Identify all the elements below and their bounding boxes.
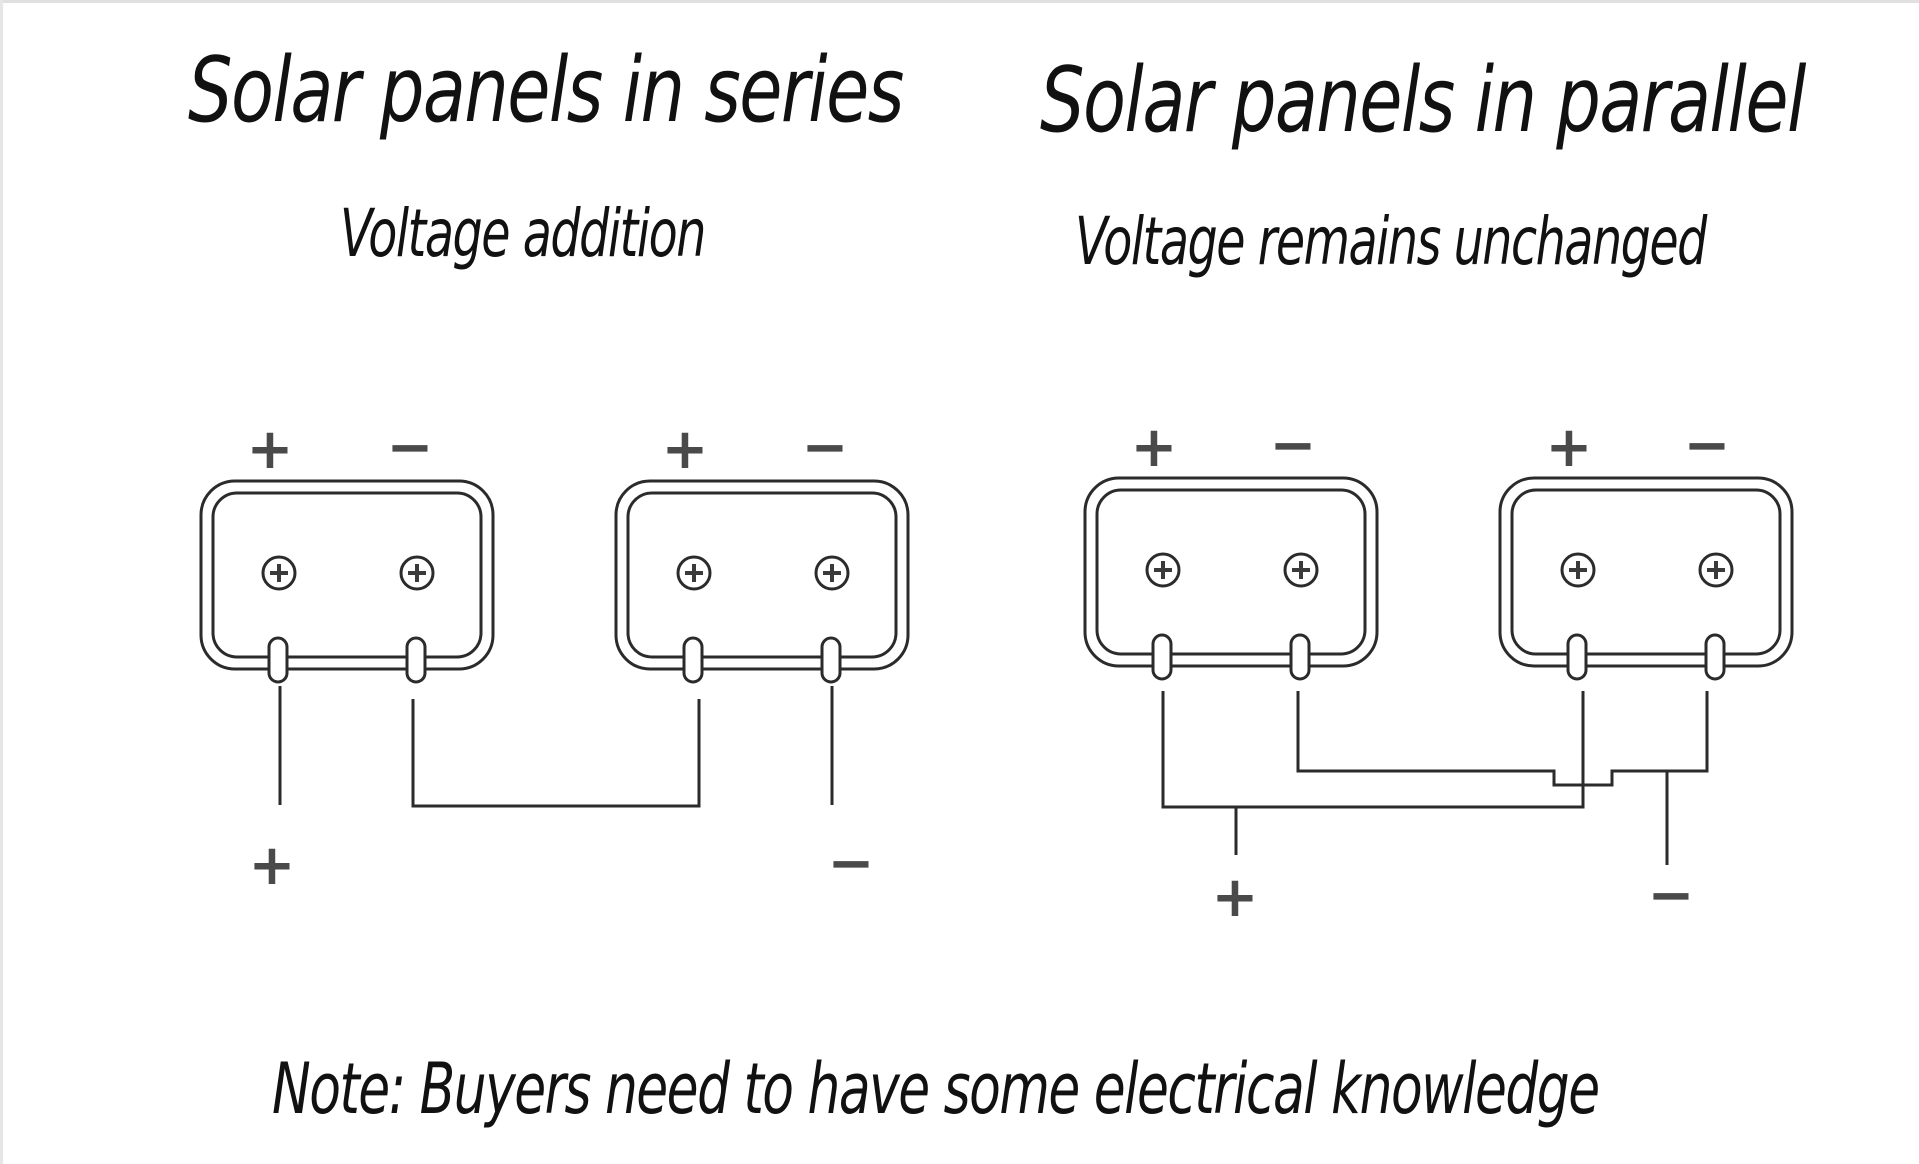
- parallel-negative-bus: [1296, 691, 1709, 787]
- series-output-minus-label: −: [828, 831, 875, 896]
- series-panel-2-minus-label: −: [802, 415, 849, 480]
- series-link-wire: [411, 699, 701, 808]
- series-output-plus-label: +: [249, 833, 296, 898]
- series-title: Solar panels in series: [188, 38, 904, 143]
- note-text: Note: Buyers need to have some electrica…: [272, 1048, 1600, 1130]
- parallel-title: Solar panels in parallel: [1040, 48, 1806, 153]
- parallel-output-minus-label: −: [1648, 863, 1695, 928]
- series-diagram: + − + − + −: [199, 415, 910, 898]
- frame-border-left: [0, 0, 3, 1164]
- series-subtitle: Voltage addition: [340, 195, 706, 272]
- parallel-panel-2: [1498, 476, 1794, 681]
- parallel-panel-1-minus-label: −: [1270, 413, 1317, 478]
- frame-border-top: [0, 0, 1919, 3]
- parallel-panel-2-plus-label: +: [1546, 415, 1593, 480]
- parallel-panel-1-plus-label: +: [1131, 415, 1178, 480]
- parallel-positive-bus-right: [1418, 691, 1585, 809]
- series-panel-1-minus-label: −: [387, 415, 434, 480]
- series-panel-2: [614, 479, 910, 684]
- parallel-subtitle: Voltage remains unchanged: [1075, 203, 1707, 280]
- parallel-output-plus-label: +: [1212, 865, 1259, 930]
- series-panel-1-plus-label: +: [247, 417, 294, 482]
- parallel-panel-1: [1083, 476, 1379, 681]
- parallel-panel-2-minus-label: −: [1684, 413, 1731, 478]
- series-panel-2-plus-label: +: [662, 417, 709, 482]
- parallel-positive-bus: [1161, 691, 1418, 809]
- parallel-diagram: + − + − + −: [1083, 413, 1794, 930]
- series-panel-1: [199, 479, 495, 684]
